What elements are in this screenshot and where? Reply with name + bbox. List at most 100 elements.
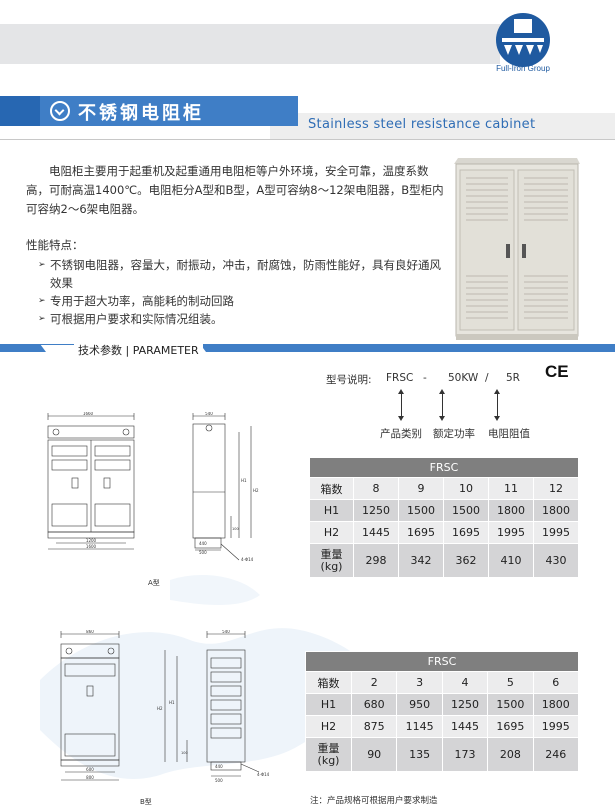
table-cell: 680: [350, 693, 398, 716]
table-cell: 1500: [487, 693, 534, 716]
model-desc-resistance: 电阻阻值: [488, 428, 530, 440]
table-row: H1 680 950 1250 1500 1800: [305, 693, 580, 716]
table-cell: 1800: [533, 499, 579, 522]
chevron-circle-icon: [50, 101, 70, 121]
row-label: 重量 (kg): [305, 737, 352, 772]
spec-table-b: FRSC 箱数 2 3 4 5 6 H1 680 950 1250 1500 1…: [305, 651, 580, 772]
table-cell: 6: [532, 671, 580, 694]
footnote: 注：产品规格可根据用户要求制造: [310, 796, 438, 806]
full-iron-logo-icon: [496, 13, 550, 67]
table-cell: 11: [488, 477, 534, 500]
brand-name: Full-Iron Group: [496, 64, 550, 73]
table-cell: 1995: [532, 715, 580, 738]
table-cell: 12: [533, 477, 579, 500]
dim-b-side-top: 540: [222, 630, 230, 634]
row-label: H1: [305, 693, 352, 716]
dim-a-side-top: 540: [205, 412, 213, 416]
table-cell: 430: [533, 543, 579, 578]
table-cell: 3: [396, 671, 443, 694]
table-row: H1 1250 1500 1500 1800 1800: [309, 499, 579, 522]
drawing-b-side: 540 H2 H1 100 440 500 4-Φ14: [157, 630, 270, 783]
table-cell: 1695: [443, 521, 489, 544]
dim-b-side-h1: H1: [169, 700, 175, 705]
table-cell: 1800: [488, 499, 534, 522]
table-cell: 342: [398, 543, 444, 578]
row-label: H2: [305, 715, 352, 738]
model-dash: -: [423, 372, 427, 384]
dim-a-width-base2: 1600: [86, 544, 97, 549]
table-row: H2 1445 1695 1695 1995 1995: [309, 521, 579, 544]
row-label: 重量 (kg): [309, 543, 354, 578]
table-cell: 1695: [487, 715, 534, 738]
dim-a-side-440: 440: [199, 541, 207, 546]
title-bar-accent: [0, 96, 40, 126]
table-cell: 173: [441, 737, 489, 772]
table-row: 重量 (kg) 298 342 362 410 430: [309, 543, 579, 578]
table-row: 箱数 2 3 4 5 6: [305, 671, 580, 694]
feature-item: 可根据用户要求和实际情况组装。: [38, 310, 448, 328]
dim-a-side-500: 500: [199, 550, 207, 555]
table-cell: 1445: [441, 715, 489, 738]
divider: [0, 139, 615, 140]
page-title: 不锈钢电阻柜: [78, 103, 204, 124]
table-cell: 1445: [353, 521, 399, 544]
table-cell: 208: [487, 737, 534, 772]
model-power: 50KW: [448, 372, 479, 384]
feature-item: 专用于超大功率，高能耗的制动回路: [38, 292, 448, 310]
dim-b-side-500: 500: [215, 778, 223, 783]
table-cell: 90: [350, 737, 398, 772]
feature-item: 不锈钢电阻器，容量大，耐振动，冲击，耐腐蚀，防雨性能好，具有良好通风效果: [38, 256, 448, 292]
title-en-band: [270, 113, 615, 139]
intro-paragraph: 电阻柜主要用于起重机及起重通用电阻柜等户外环境，安全可靠，温度系数高，可耐高温1…: [26, 164, 444, 216]
model-slash: /: [485, 372, 489, 384]
table-cell: 1995: [488, 521, 534, 544]
dim-a-width-base1: 1200: [86, 538, 97, 543]
spec-table-a: FRSC 箱数 8 9 10 11 12 H1 1250 1500 1500 1…: [309, 457, 579, 578]
dim-a-side-hole: 4-Φ14: [241, 557, 254, 562]
table-row: 重量 (kg) 90 135 173 208 246: [305, 737, 580, 772]
features-list: 不锈钢电阻器，容量大，耐振动，冲击，耐腐蚀，防雨性能好，具有良好通风效果 专用于…: [38, 256, 448, 328]
dim-b-width-top: 860: [86, 630, 94, 634]
model-code: FRSC: [386, 372, 414, 384]
arrow-icon: [398, 389, 404, 421]
row-label: 箱数: [305, 671, 352, 694]
arrow-icon: [494, 389, 500, 421]
table-cell: 1250: [353, 499, 399, 522]
table-cell: 5: [487, 671, 534, 694]
table-cell: 875: [350, 715, 398, 738]
dim-b-side-h2: H2: [157, 706, 163, 711]
dim-a-side-100: 100: [232, 527, 239, 531]
model-resistance: 5R: [506, 372, 520, 384]
model-desc-category: 产品类别: [380, 428, 422, 440]
table-cell: 8: [353, 477, 399, 500]
header-band: [0, 24, 500, 64]
table-cell: 2: [350, 671, 398, 694]
table-cell: 1800: [532, 693, 580, 716]
table-cell: 362: [443, 543, 489, 578]
table-cell: 410: [488, 543, 534, 578]
dim-b-side-100: 100: [181, 751, 188, 755]
drawing-a-side: 540 H2 H1 100 440 500 4-Φ14: [192, 412, 259, 562]
row-label: H2: [309, 521, 354, 544]
table-row: H2 875 1145 1445 1695 1995: [305, 715, 580, 738]
table-cell: 10: [443, 477, 489, 500]
dim-a-side-h2: H2: [253, 488, 259, 493]
table-row: 箱数 8 9 10 11 12: [309, 477, 579, 500]
dim-a-side-h1: H1: [241, 478, 247, 483]
row-label: 箱数: [309, 477, 354, 500]
table-cell: 135: [396, 737, 443, 772]
page-subtitle: Stainless steel resistance cabinet: [308, 117, 536, 132]
drawing-b-caption: B型: [140, 798, 152, 806]
table-cell: 1250: [441, 693, 489, 716]
table-cell: 1995: [533, 521, 579, 544]
cabinet-photo: [454, 158, 580, 340]
table-header: FRSC: [309, 457, 579, 478]
drawing-a-front: 1660 1200 1600: [47, 412, 135, 550]
table-cell: 4: [441, 671, 489, 694]
features-title: 性能特点：: [26, 238, 84, 252]
ce-mark: CE: [545, 362, 569, 381]
drawing-a-caption: A型: [148, 579, 160, 587]
dim-a-width-top: 1660: [83, 412, 94, 416]
table-cell: 950: [396, 693, 443, 716]
dim-b-side-440: 440: [215, 764, 223, 769]
